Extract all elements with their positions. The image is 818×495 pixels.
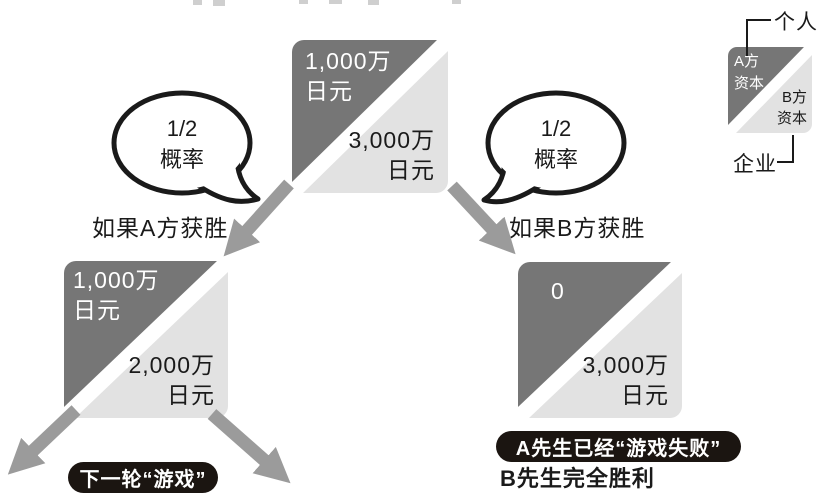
cropped-title-fragment — [329, 0, 342, 4]
cropped-title-fragment — [452, 0, 461, 4]
b-wins-b-capital-value: 3,000万 日元 — [582, 352, 669, 409]
cropped-title-fragment — [193, 0, 202, 5]
legend-personal-label: 个人 — [774, 11, 818, 34]
legend-b-capital-label: B方 资本 — [776, 88, 807, 128]
a-wins-b-capital-value: 2,000万 日元 — [128, 352, 215, 409]
legend-a-capital-label: A方 资本 — [734, 53, 765, 92]
a-lost-pill: A先生已经“游戏失败” — [496, 431, 741, 462]
cropped-title-fragment — [368, 0, 379, 5]
root-node: 1,000万 日元 3,000万 日元 — [292, 40, 448, 193]
arrow-a-wins-next-left — [7, 405, 81, 475]
branch-label-b-wins: 如果B方获胜 — [509, 215, 646, 241]
arrow-root-to-a-wins — [223, 179, 294, 257]
probability-bubble-left — [111, 90, 261, 204]
arrow-a-wins-next-right — [207, 409, 291, 484]
next-round-pill: 下一轮“游戏” — [68, 462, 218, 493]
legend-company-connector — [777, 135, 794, 163]
branch-label-a-wins: 如果A方获胜 — [92, 215, 229, 241]
legend-company-label: 企业 — [733, 153, 777, 176]
legend-node: A方 资本 B方 资本 — [728, 47, 812, 133]
cropped-title-fragment — [299, 0, 308, 4]
probability-bubble-right — [481, 90, 627, 205]
probability-text-right: 1/2 概率 — [533, 116, 578, 172]
b-wins-a-capital-value: 0 — [551, 278, 565, 304]
b-wins-caption: B先生完全胜利 — [500, 466, 655, 491]
legend-personal-connector — [746, 19, 771, 56]
arrow-root-to-b-wins — [447, 181, 516, 255]
b-wins-node: 0 3,000万 日元 — [518, 262, 682, 418]
probability-text-left: 1/2 概率 — [159, 116, 204, 172]
a-wins-a-capital-value: 1,000万 日元 — [73, 267, 160, 323]
root-a-capital-value: 1,000万 日元 — [305, 48, 392, 104]
a-wins-node: 1,000万 日元 2,000万 日元 — [64, 261, 228, 418]
cropped-title-fragment — [213, 0, 225, 6]
root-b-capital-value: 3,000万 日元 — [348, 127, 435, 184]
